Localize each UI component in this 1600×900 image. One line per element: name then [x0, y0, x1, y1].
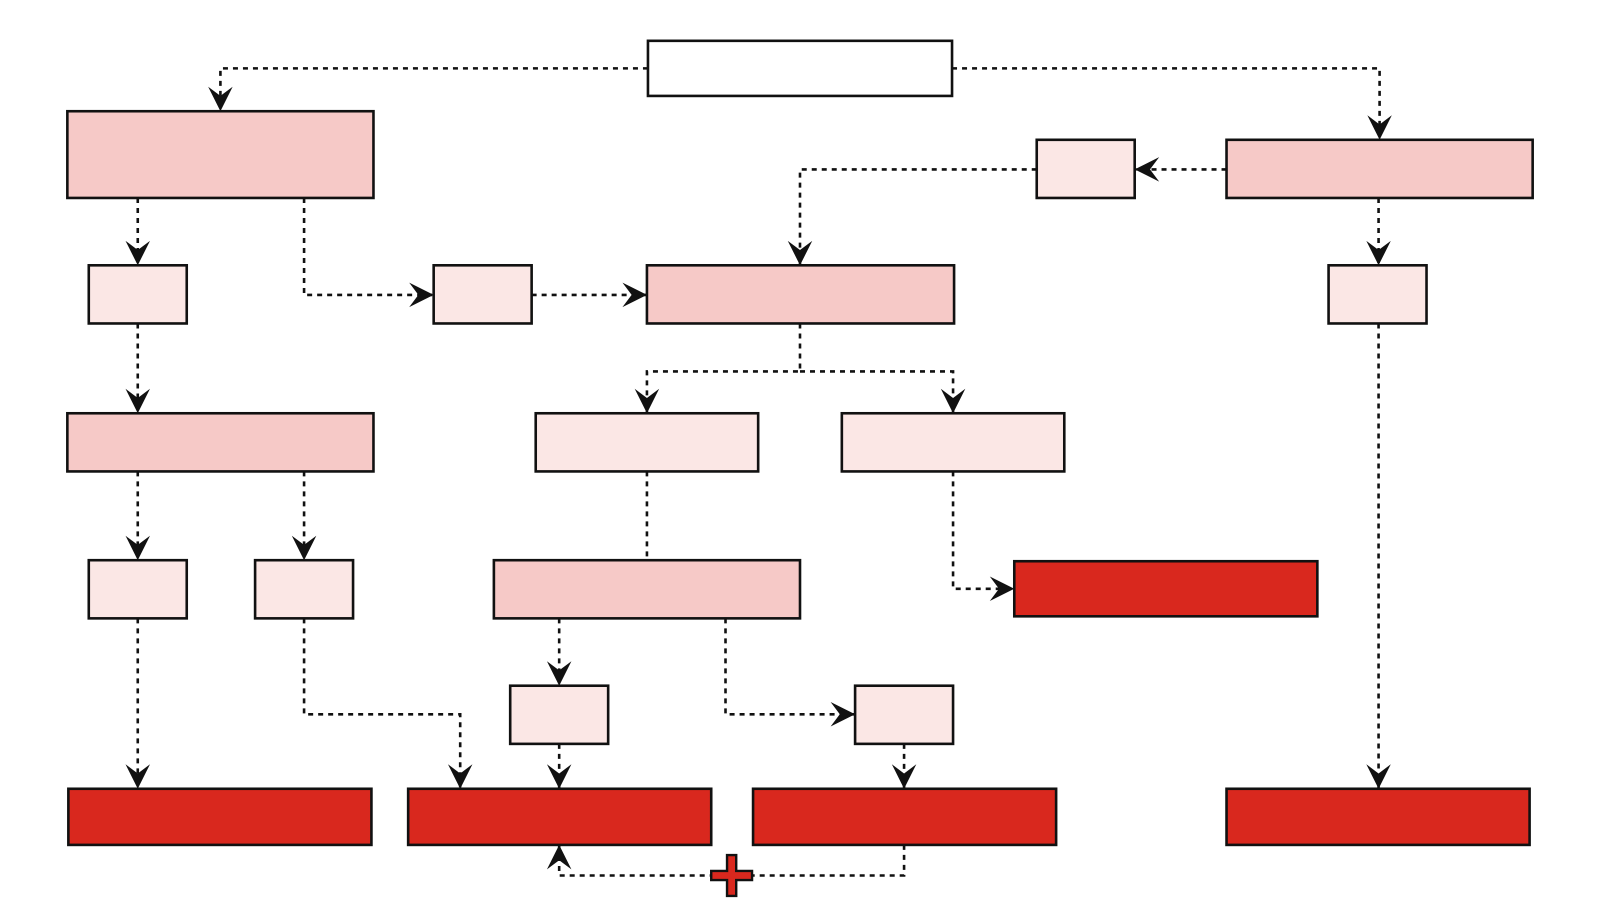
connector-line — [951, 471, 1015, 591]
arrowhead-icon — [891, 764, 917, 789]
edge-left-stage-1-to-left-small-1 — [125, 197, 150, 266]
connector-line — [645, 323, 802, 414]
node-outcome-mid-right — [1012, 559, 1319, 618]
edge-center-stage-2-to-center-small-b — [724, 618, 856, 727]
edge-left-small-2b-to-outcome-2 — [302, 618, 473, 789]
connector-line — [219, 67, 648, 112]
node-center-branch-right — [840, 411, 1066, 473]
node-middle-small-1 — [432, 264, 533, 325]
arrowhead-icon — [546, 844, 572, 870]
node-left-small-1 — [87, 264, 189, 325]
connector-line — [302, 197, 434, 297]
arrowhead-icon — [125, 764, 150, 789]
edge-left-small-1-to-left-stage-2 — [125, 323, 150, 414]
plus-icon — [710, 853, 754, 898]
connector-line — [798, 168, 1037, 266]
edge-right-stage-1-to-right-small-1 — [1366, 197, 1391, 266]
arrowhead-icon — [1366, 764, 1391, 789]
arrowhead-icon — [125, 388, 150, 414]
connector-line — [952, 67, 1381, 140]
edge-right-small-top-to-center-stage-1 — [787, 168, 1037, 266]
node-outcome-3 — [751, 787, 1058, 847]
arrowhead-icon — [1134, 157, 1160, 182]
edge-center-small-b-to-outcome-3 — [891, 743, 917, 789]
edges-layer — [125, 67, 1392, 877]
edge-center-stage-1-to-center-branch-right — [800, 370, 966, 414]
node-center-small-b — [853, 684, 955, 746]
arrowhead-icon — [546, 661, 572, 686]
node-center-small-a — [508, 684, 610, 746]
arrowhead-icon — [622, 282, 647, 308]
node-right-small-1 — [1327, 264, 1428, 325]
arrowhead-icon — [989, 576, 1015, 602]
edge-right-stage-1-to-right-small-top — [1134, 157, 1227, 182]
arrowhead-icon — [830, 702, 856, 727]
node-left-stage-1 — [66, 109, 375, 200]
edge-root-to-right-stage-1 — [952, 67, 1392, 140]
edge-center-stage-1-to-center-branch-left — [634, 323, 802, 414]
arrowhead-icon — [208, 86, 233, 112]
node-right-small-top — [1035, 138, 1136, 200]
arrowhead-icon — [125, 240, 150, 266]
node-outcome-2 — [406, 787, 713, 847]
node-root — [646, 39, 954, 98]
nodes-layer — [66, 39, 1534, 847]
markers-layer — [710, 853, 754, 898]
node-left-stage-2 — [66, 411, 375, 473]
arrowhead-icon — [1367, 115, 1392, 140]
connector-line — [800, 370, 955, 414]
edge-center-branch-right-to-outcome-mid-right — [951, 471, 1015, 602]
edge-center-small-a-to-outcome-2 — [546, 743, 572, 789]
connector-line — [724, 618, 856, 716]
edge-middle-small-1-to-center-stage-1 — [531, 282, 647, 308]
arrowhead-icon — [634, 388, 660, 414]
node-left-small-2a — [87, 558, 189, 620]
node-left-small-2b — [253, 558, 355, 620]
arrowhead-icon — [125, 535, 150, 561]
edge-center-stage-2-to-center-small-a — [546, 618, 572, 686]
edge-right-small-1-to-outcome-4 — [1366, 323, 1391, 789]
node-center-branch-left — [534, 411, 760, 473]
arrowhead-icon — [787, 240, 813, 266]
arrowhead-icon — [940, 388, 966, 414]
node-center-stage-1 — [645, 264, 956, 325]
edge-left-stage-1-to-middle-small-1 — [302, 197, 434, 308]
node-outcome-1 — [67, 787, 373, 847]
edge-left-stage-2-to-left-small-2a — [125, 471, 150, 561]
connector-line — [302, 618, 462, 789]
arrowhead-icon — [1366, 240, 1391, 266]
edge-root-to-left-stage-1 — [208, 67, 648, 112]
arrowhead-icon — [291, 535, 317, 561]
node-outcome-4 — [1225, 787, 1531, 847]
edge-left-stage-2-to-left-small-2b — [291, 471, 317, 561]
node-right-stage-1 — [1225, 138, 1534, 200]
arrowhead-icon — [546, 764, 572, 789]
edge-left-small-2a-to-outcome-1 — [125, 618, 150, 789]
node-center-stage-2 — [492, 558, 802, 620]
arrowhead-icon — [447, 764, 473, 789]
arrowhead-icon — [409, 282, 434, 308]
